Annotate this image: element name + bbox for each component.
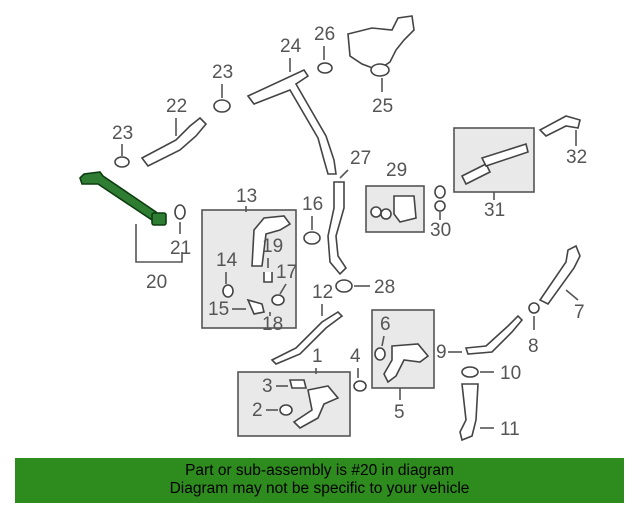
part-23-clamp-left[interactable] <box>114 156 130 168</box>
exploded-parts-diagram: 20 21 23 22 23 24 26 25 27 28 16 13 14 1… <box>79 15 587 442</box>
callout-5[interactable]: 5 <box>394 402 405 423</box>
callout-23-left[interactable]: 23 <box>112 123 133 144</box>
part-4-clamp[interactable] <box>353 380 367 392</box>
part-12-pipe[interactable] <box>270 310 344 365</box>
callout-13[interactable]: 13 <box>236 186 257 207</box>
part-29-flange[interactable] <box>393 195 417 223</box>
callout-6[interactable]: 6 <box>380 314 391 335</box>
callout-7[interactable]: 7 <box>574 302 585 323</box>
callout-17[interactable]: 17 <box>276 262 297 283</box>
callout-14[interactable]: 14 <box>216 250 238 271</box>
part-25-housing[interactable] <box>347 15 415 71</box>
part-13-hose[interactable] <box>251 215 292 267</box>
part-27-hose[interactable] <box>327 181 348 276</box>
callout-32[interactable]: 32 <box>566 147 587 168</box>
callout-2[interactable]: 2 <box>252 400 263 421</box>
callout-10[interactable]: 10 <box>500 363 521 384</box>
banner-line-1: Part or sub-assembly is #20 in diagram <box>185 462 454 479</box>
part-6-oring[interactable] <box>374 347 386 361</box>
part-11-hose[interactable] <box>459 383 479 442</box>
callout-11[interactable]: 11 <box>500 419 520 440</box>
leader-7 <box>565 289 579 301</box>
callout-19[interactable]: 19 <box>262 236 283 257</box>
part-31-pipe[interactable] <box>460 162 492 186</box>
part-3-clip[interactable] <box>288 379 308 389</box>
part-9-pipe[interactable] <box>464 314 524 355</box>
callout-26[interactable]: 26 <box>314 24 335 45</box>
part-23-clamp-top[interactable] <box>213 99 231 113</box>
banner-line-2: Diagram may not be specific to your vehi… <box>169 480 470 497</box>
callout-24[interactable]: 24 <box>280 36 302 57</box>
part-30-clamp-b <box>434 200 446 212</box>
leader-6 <box>381 335 385 347</box>
part-19-clip[interactable] <box>263 272 273 283</box>
part-32-hose[interactable] <box>538 115 581 137</box>
part-26-clamp[interactable] <box>317 62 333 74</box>
part-25-outlet <box>370 63 390 77</box>
callout-31[interactable]: 31 <box>484 200 505 221</box>
part-2-oring[interactable] <box>279 404 293 416</box>
callout-8[interactable]: 8 <box>528 336 539 357</box>
part-1-hose[interactable] <box>292 385 340 429</box>
callout-29[interactable]: 29 <box>386 160 407 181</box>
bracket-line-20 <box>135 224 183 263</box>
leader-27 <box>339 169 349 179</box>
callout-20[interactable]: 20 <box>146 272 167 293</box>
leader-17 <box>279 283 287 295</box>
callout-15[interactable]: 15 <box>208 299 229 320</box>
callout-9[interactable]: 9 <box>436 342 447 363</box>
callout-4[interactable]: 4 <box>350 346 361 367</box>
callout-22[interactable]: 22 <box>166 96 187 117</box>
part-24-pipe[interactable] <box>246 68 337 175</box>
part-15-clip[interactable] <box>246 298 265 315</box>
part-30-clamp-a[interactable] <box>434 185 446 199</box>
callout-21[interactable]: 21 <box>170 238 191 259</box>
part-29-oring-b <box>380 208 392 220</box>
callout-18[interactable]: 18 <box>262 314 283 335</box>
part-22-hose[interactable] <box>140 116 208 168</box>
part-16-clamp[interactable] <box>303 231 321 245</box>
part-28-clamp[interactable] <box>335 279 353 293</box>
callout-3[interactable]: 3 <box>262 376 273 397</box>
part-20-highlighted[interactable] <box>79 171 167 226</box>
callout-28[interactable]: 28 <box>374 277 395 298</box>
part-5-hose[interactable] <box>383 343 430 384</box>
part-14-oring[interactable] <box>222 284 234 298</box>
callout-27[interactable]: 27 <box>350 148 371 169</box>
part-17-fitting[interactable] <box>271 294 285 306</box>
part-31-fitting <box>480 142 529 167</box>
callout-16[interactable]: 16 <box>302 194 323 215</box>
part-7-hose[interactable] <box>538 244 581 306</box>
callout-23-top[interactable]: 23 <box>212 62 233 83</box>
info-banner: Part or sub-assembly is #20 in diagram D… <box>15 458 624 503</box>
callout-12[interactable]: 12 <box>312 282 333 303</box>
part-21-oring[interactable] <box>174 204 186 220</box>
callout-25[interactable]: 25 <box>372 96 393 117</box>
part-10-clamp[interactable] <box>461 366 479 378</box>
part-8-clamp[interactable] <box>528 302 540 314</box>
part-29-oring-a <box>370 206 382 218</box>
callout-30[interactable]: 30 <box>430 220 451 241</box>
callout-1[interactable]: 1 <box>312 346 323 367</box>
